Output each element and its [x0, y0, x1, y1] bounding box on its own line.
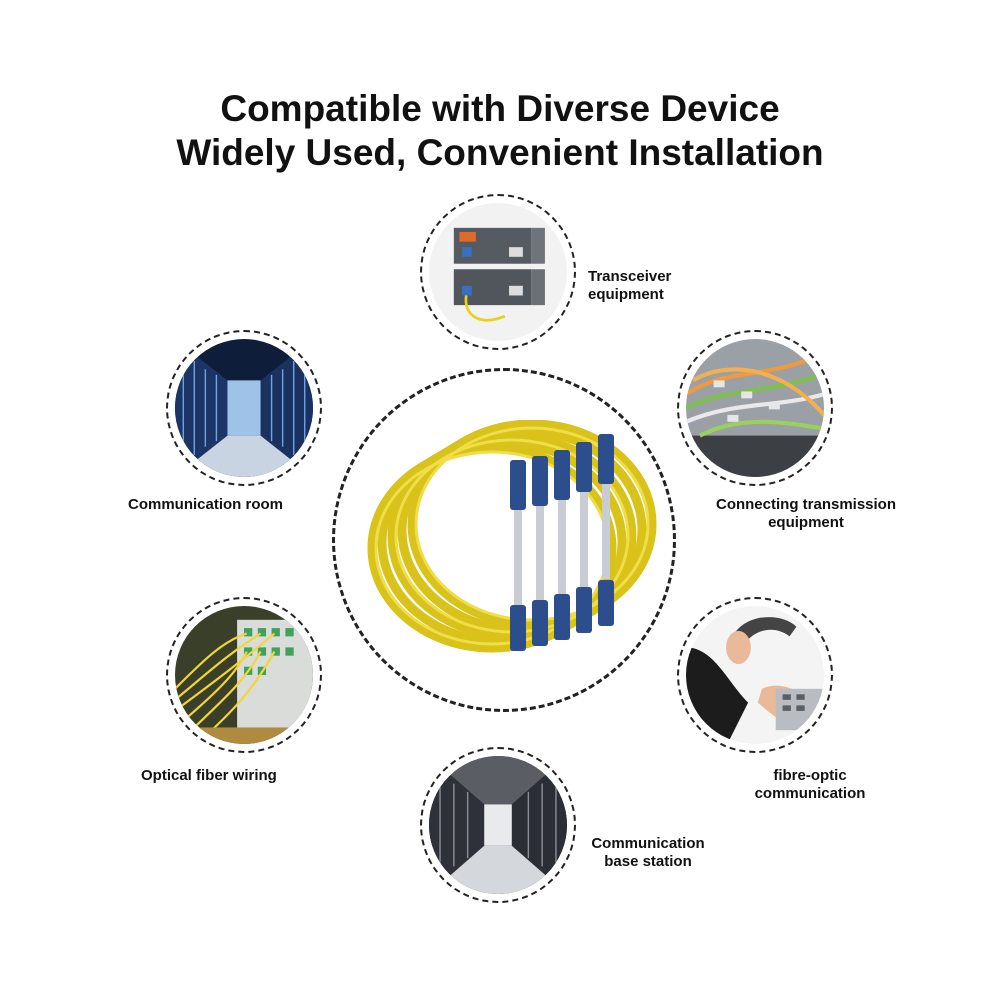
server-room-photo-icon — [175, 339, 313, 477]
fibre-optic-ring — [677, 597, 833, 753]
data-center-aisle-photo-icon — [429, 756, 567, 894]
fiber-patch-cable-icon — [342, 419, 666, 670]
fiber-wiring-ring — [166, 597, 322, 753]
fiber-distribution-photo-icon — [175, 606, 313, 744]
fibre-optic-label: fibre-optic communication — [754, 767, 866, 802]
headline-line-1: Compatible with Diverse Device — [220, 88, 780, 129]
communication-room-label: Communication room — [128, 496, 284, 513]
base-station-label: Communication base station — [591, 835, 705, 870]
transceiver-ring — [420, 194, 576, 350]
transmission-label: Connecting transmission equipment — [715, 496, 897, 531]
transmission-ring — [677, 330, 833, 486]
transceiver-label: Transceiver equipment — [588, 268, 672, 303]
base-station-ring — [420, 747, 576, 903]
patch-panel-cables-photo-icon — [686, 339, 824, 477]
fiber-wiring-label: Optical fiber wiring — [141, 767, 277, 784]
product-ring — [332, 368, 676, 712]
headline-line-2: Widely Used, Convenient Installation — [176, 132, 824, 173]
communication-room-ring — [166, 330, 322, 486]
media-converter-photo-icon — [429, 203, 567, 341]
telephone-hand-photo-icon — [686, 606, 824, 744]
